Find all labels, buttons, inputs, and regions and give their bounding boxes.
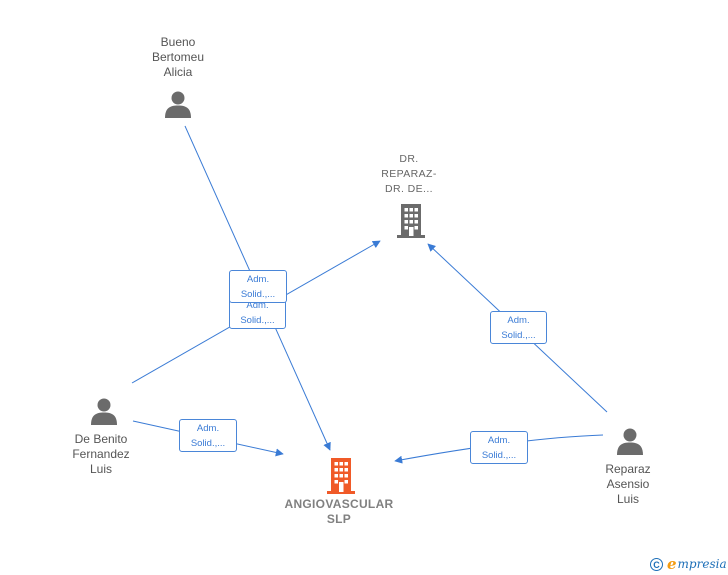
node-label-de-benito[interactable]: De Benito Fernandez Luis bbox=[72, 432, 130, 476]
brand-initial: e bbox=[667, 555, 677, 573]
edge-label-debenito-angio[interactable]: Adm. Solid.,... bbox=[179, 419, 237, 452]
node-label-reparaz[interactable]: Reparaz Asensio Luis bbox=[605, 462, 651, 506]
edge-label-reparaz-dr[interactable]: Adm. Solid.,... bbox=[490, 311, 547, 344]
node-label-dr-reparaz[interactable]: DR. REPARAZ- DR. DE... bbox=[381, 153, 437, 195]
brand-logo[interactable]: C e mpresia bbox=[650, 555, 727, 573]
person-icon[interactable] bbox=[164, 90, 192, 118]
person-icon[interactable] bbox=[90, 397, 118, 425]
person-icon[interactable] bbox=[616, 427, 644, 455]
building-icon-main[interactable] bbox=[326, 458, 356, 494]
building-icon[interactable] bbox=[396, 204, 426, 238]
edge-label-bueno-angio[interactable]: Adm. Solid.,... bbox=[229, 270, 287, 303]
node-label-bueno[interactable]: Bueno Bertomeu Alicia bbox=[151, 35, 205, 79]
brand-name: mpresia bbox=[677, 557, 727, 571]
copyright-icon: C bbox=[650, 557, 663, 571]
edge-label-reparaz-angio[interactable]: Adm. Solid.,... bbox=[470, 431, 528, 464]
node-label-angiovascular[interactable]: ANGIOVASCULAR SLP bbox=[284, 497, 394, 526]
